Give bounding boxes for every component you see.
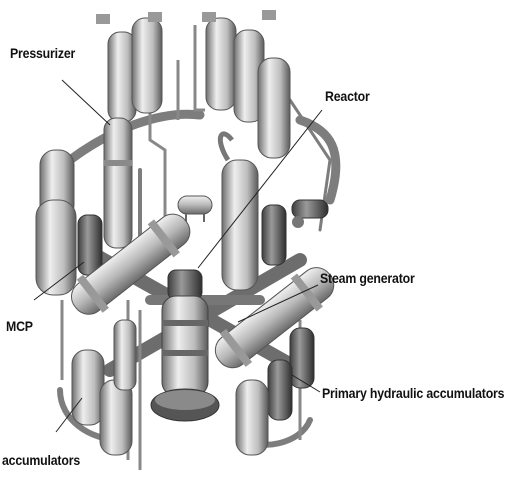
label-primary-hydraulic-accumulators: Primary hydraulic accumulators	[322, 385, 504, 401]
label-mcp: MCP	[6, 318, 33, 334]
label-pressurizer: Pressurizer	[10, 45, 75, 61]
right-valve-cluster	[292, 200, 328, 228]
top-right-tanks	[202, 10, 290, 158]
label-reactor: Reactor	[325, 88, 370, 104]
label-steam-generator: Steam generator	[320, 270, 415, 286]
accumulators-left	[72, 320, 136, 455]
top-left-tanks	[96, 12, 162, 122]
pressurizer-vessel	[104, 118, 132, 248]
pressurizer-leader	[62, 80, 110, 125]
right-vertical-vessel	[220, 134, 258, 290]
label-accumulators: accumulators	[2, 452, 80, 468]
